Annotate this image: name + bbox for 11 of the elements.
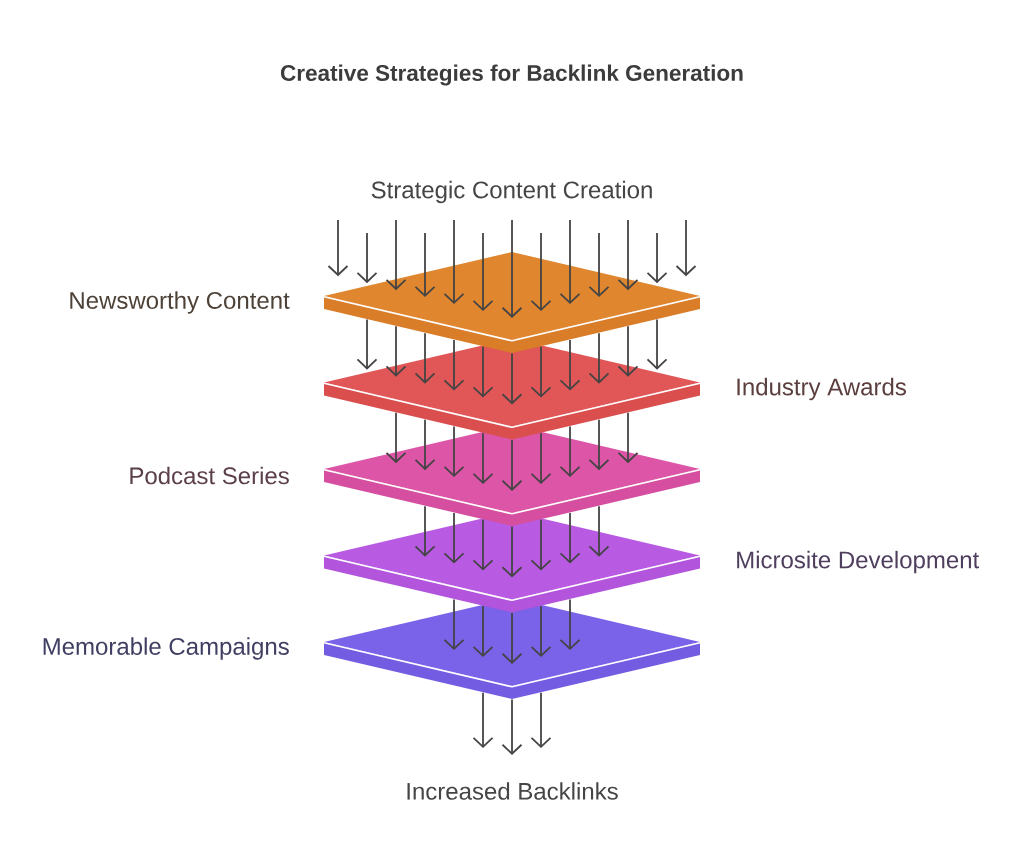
layer-label: Memorable Campaigns [43, 637, 289, 660]
layer-label: Industry Awards [737, 377, 906, 401]
arrow [501, 698, 523, 755]
layer-label: Newsworthy Content [70, 291, 290, 314]
text-label: Increased Backlinks [407, 782, 618, 800]
layer-label: Podcast Series [130, 466, 289, 485]
text-label: Strategic Content Creation [371, 180, 652, 204]
title: Creative Strategies for Backlink Generation [280, 64, 743, 86]
arrow [472, 691, 494, 749]
layer-label: Microsite Development [737, 550, 980, 574]
arrow [530, 691, 552, 749]
